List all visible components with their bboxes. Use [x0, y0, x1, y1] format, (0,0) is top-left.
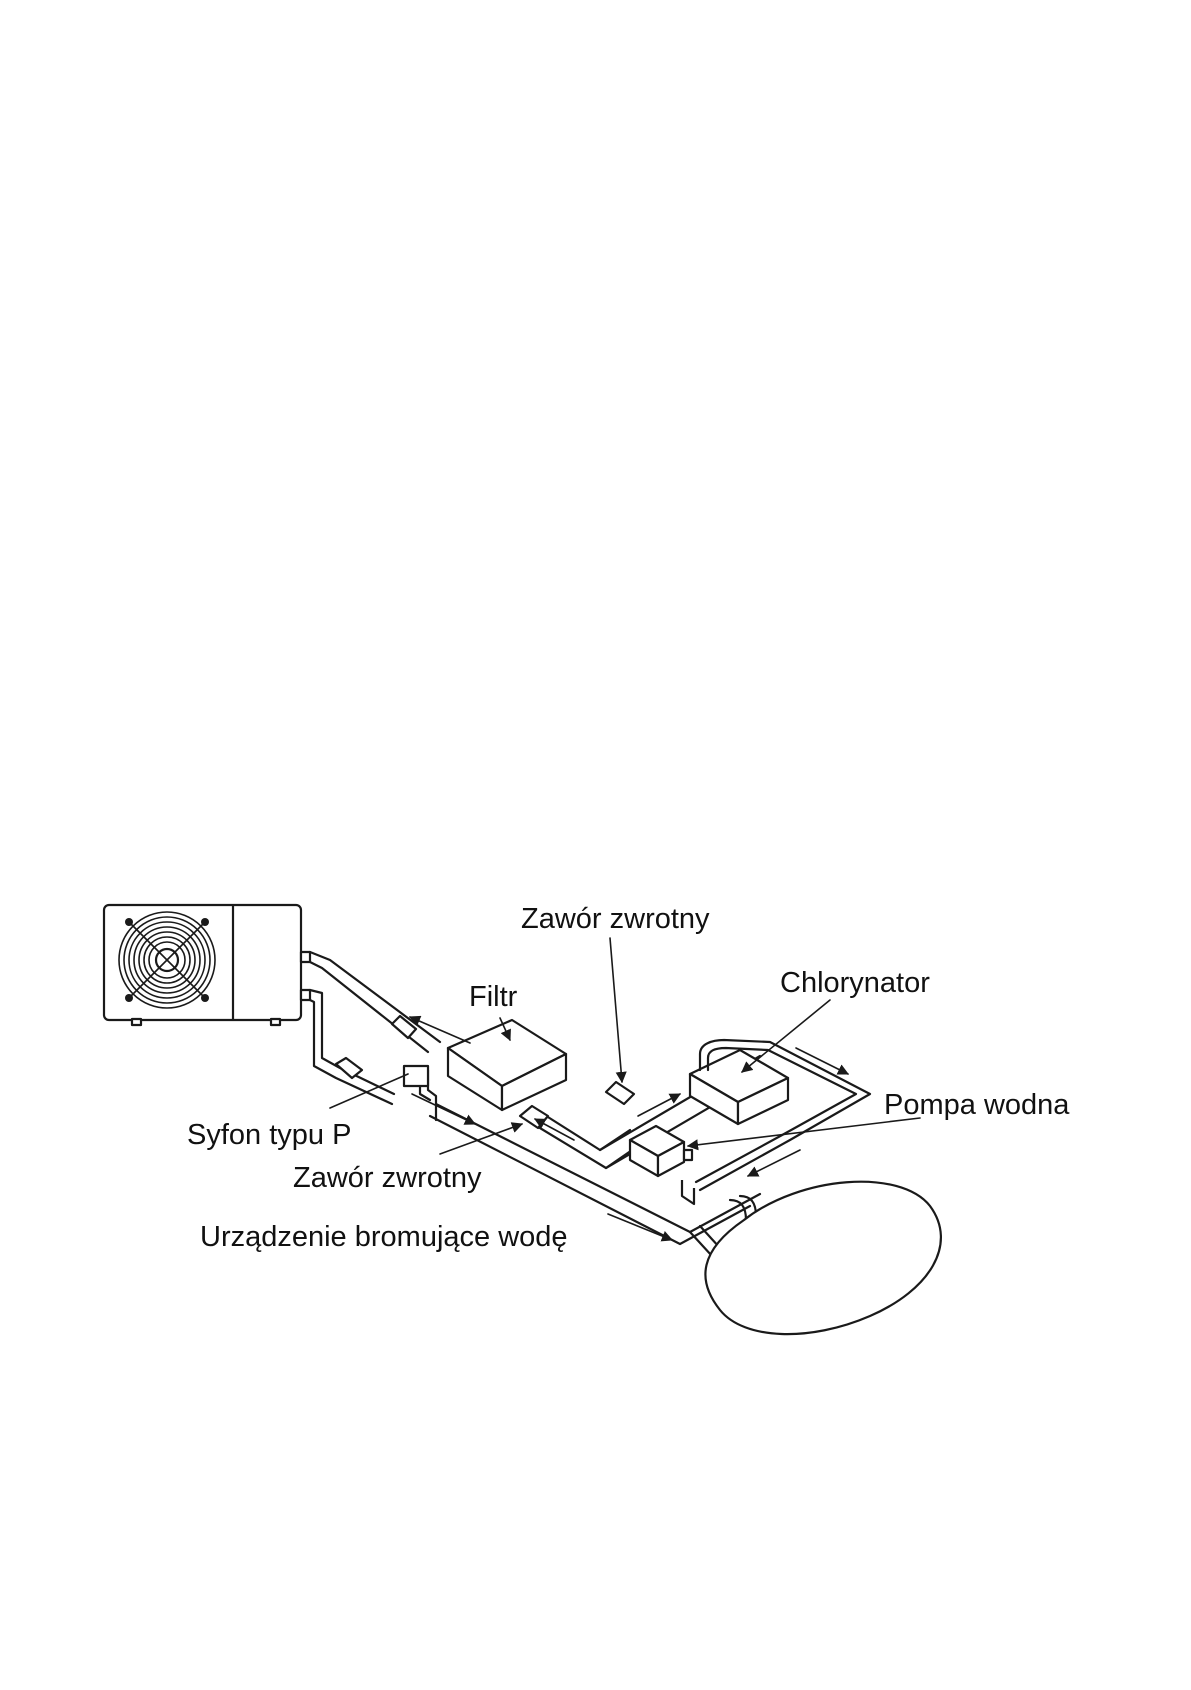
heat-pump-unit	[104, 905, 310, 1025]
label-check-valve-bottom: Zawór zwrotny	[293, 1164, 482, 1193]
brominator-icon	[682, 1180, 694, 1204]
label-p-trap: Syfon typu P	[187, 1121, 351, 1150]
fan-grille-icon	[119, 912, 215, 1008]
water-pump-icon	[630, 1126, 692, 1176]
label-water-pump: Pompa wodna	[884, 1091, 1069, 1120]
heat-pump-foot-right	[271, 1019, 280, 1025]
upper-pipe-fitting	[392, 1016, 416, 1038]
flow-arrow	[748, 1150, 800, 1176]
leader-chlorinator	[742, 1000, 830, 1072]
label-brominator: Urządzenie bromujące wodę	[200, 1223, 568, 1252]
chlorinator-icon	[690, 1050, 788, 1124]
heat-pump-foot-left	[132, 1019, 141, 1025]
check-valve-top-icon	[606, 1082, 634, 1104]
flow-arrow	[410, 1017, 470, 1043]
inlet-connector	[301, 990, 310, 1000]
leader-check-valve-top	[610, 938, 622, 1082]
flow-arrow	[412, 1094, 475, 1124]
check-valve-bottom-icon	[520, 1106, 548, 1128]
flow-arrow	[638, 1094, 680, 1116]
p-trap-icon	[404, 1066, 436, 1120]
outlet-connector	[301, 952, 310, 962]
leader-p-trap	[330, 1074, 408, 1108]
label-filter: Filtr	[469, 983, 517, 1012]
label-check-valve-top: Zawór zwrotny	[521, 905, 710, 934]
label-chlorinator: Chlorynator	[780, 969, 930, 998]
lower-pipe-fitting	[336, 1058, 362, 1078]
